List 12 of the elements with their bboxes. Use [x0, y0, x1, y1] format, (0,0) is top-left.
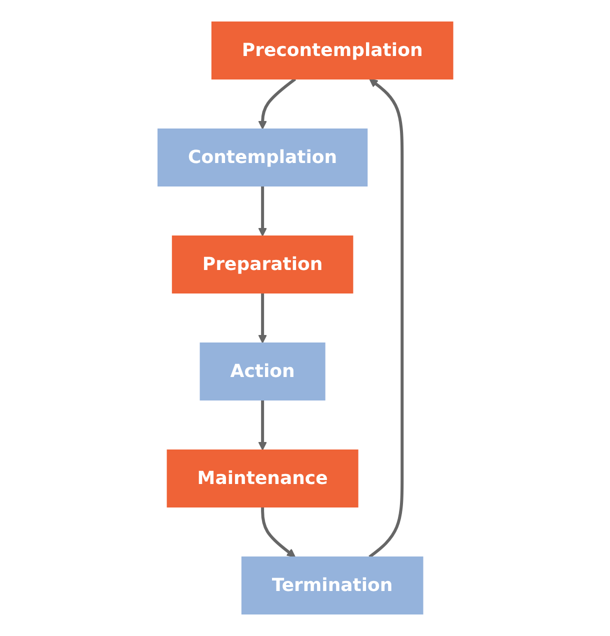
node-box: Precontemplation [211, 22, 453, 80]
node-box: Action [199, 342, 325, 400]
node-box: Contemplation [157, 128, 368, 186]
node-box: Termination [241, 556, 423, 614]
node-box: Preparation [172, 236, 353, 294]
arrow [258, 186, 267, 236]
arrow [258, 400, 267, 450]
arrow [258, 78, 296, 130]
arrow [258, 293, 267, 344]
node-box: Maintenance [166, 450, 358, 508]
arrow [260, 506, 296, 558]
arrow [368, 78, 404, 558]
